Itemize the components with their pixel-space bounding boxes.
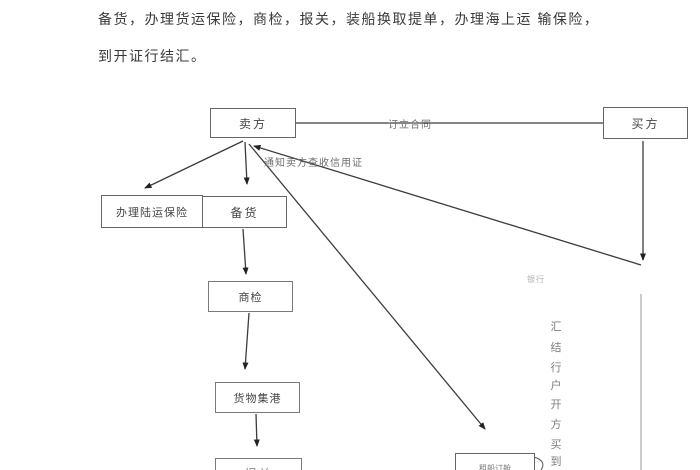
charter-side-curve	[533, 456, 544, 470]
node-charter-booking: 租船订舱	[455, 453, 535, 470]
node-goods-to-port-label: 货物集港	[233, 392, 282, 405]
edge-seller-to-charter	[248, 143, 486, 430]
edge-port-to-customs	[253, 413, 260, 447]
node-customs-label: 报关	[244, 459, 272, 470]
node-land-insurance: 办理陆运保险	[101, 195, 203, 228]
vertical-char-5: 开	[550, 399, 562, 411]
node-seller: 卖方	[210, 108, 296, 138]
vertical-char-7: 买	[550, 439, 562, 451]
edge-label-sign-contract: 订立合同	[388, 120, 432, 131]
edge-label-notify-seller-lc: 通知卖方查收信用证	[264, 158, 363, 169]
edge-seller-to-prepare	[243, 141, 250, 185]
node-prepare-goods-label: 备货	[230, 205, 259, 220]
vertical-char-6: 方	[550, 419, 562, 431]
node-inspection: 商检	[208, 281, 293, 312]
vertical-char-4: 户	[550, 380, 562, 392]
edge-seller-to-land-insurance	[144, 140, 244, 189]
vertical-char-3: 行	[550, 362, 562, 374]
vertical-char-1: 汇	[550, 321, 562, 333]
vertical-char-8: 到	[550, 456, 562, 468]
node-land-insurance-label: 办理陆运保险	[116, 206, 188, 219]
edge-prepare-to-inspection	[242, 228, 249, 275]
paragraph-line-1: 备货，办理货运保险，商检，报关，装船换取提单，办理海上运 输保险，	[98, 11, 600, 27]
node-buyer: 买方	[603, 107, 688, 139]
vertical-char-2: 结	[550, 342, 562, 354]
edge-notify-seller	[253, 145, 642, 266]
node-prepare-goods: 备货	[202, 196, 287, 228]
node-goods-to-port: 货物集港	[215, 382, 300, 413]
node-seller-label: 卖方	[238, 116, 267, 131]
node-customs-partial: 报关	[215, 458, 302, 470]
paragraph-line-2: 到开证行结汇。	[98, 48, 207, 64]
bank-label: 银行	[527, 275, 545, 284]
node-buyer-label: 买方	[631, 116, 660, 131]
node-inspection-label: 商检	[238, 291, 263, 304]
node-charter-booking-label: 租船订舱	[479, 464, 511, 470]
edge-inspection-to-port	[242, 312, 250, 370]
